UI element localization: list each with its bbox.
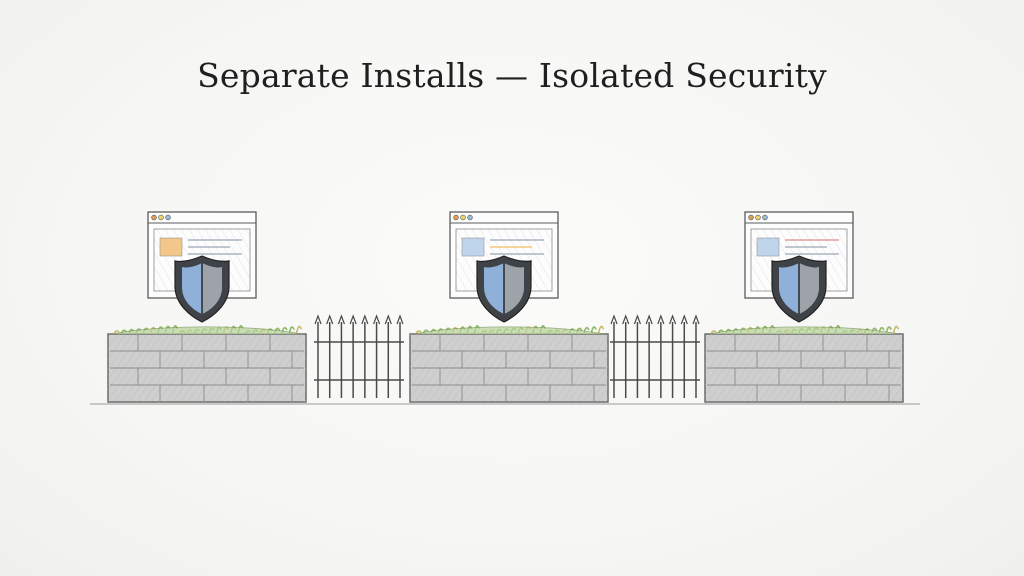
grass-top	[111, 325, 303, 335]
shield-icon	[174, 255, 230, 323]
browser-window-icon	[449, 211, 559, 299]
shield-icon	[476, 255, 532, 323]
installs-group	[107, 211, 904, 403]
diagram-title: Separate Installs — Isolated Security	[197, 56, 827, 95]
install-1	[107, 211, 307, 403]
install-3	[704, 211, 904, 403]
grass-top	[708, 325, 900, 335]
fences-group	[314, 314, 700, 398]
grass-top	[413, 325, 605, 335]
install-2	[409, 211, 609, 403]
fence-2	[610, 314, 700, 398]
shield-icon	[771, 255, 827, 323]
stone-wall	[704, 333, 904, 403]
stone-wall	[107, 333, 307, 403]
fence-1	[314, 314, 404, 398]
stone-wall	[409, 333, 609, 403]
